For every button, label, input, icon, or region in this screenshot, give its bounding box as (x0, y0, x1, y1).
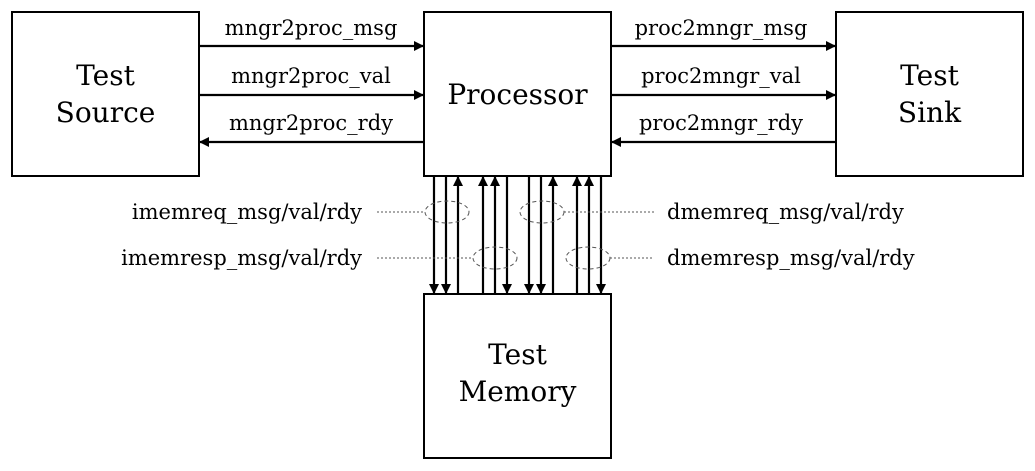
test-source-block: Test Source (11, 11, 200, 177)
imemresp-label: imemresp_msg/val/rdy (121, 246, 362, 270)
imemreq-bundle-ellipse (424, 200, 470, 224)
imemresp-bundle-ellipse (472, 246, 518, 270)
test-memory-label-line2: Memory (459, 375, 577, 408)
dmemreq-bus (524, 176, 558, 294)
proc2mngr-msg-label: proc2mngr_msg (635, 16, 808, 40)
proc2mngr-val-label: proc2mngr_val (641, 64, 801, 88)
dmemreq-annotation: dmemreq_msg/val/rdy (519, 200, 904, 224)
test-memory-block: Test Memory (423, 293, 612, 459)
dmemresp-label: dmemresp_msg/val/rdy (667, 246, 915, 270)
mngr2proc-rdy-label: mngr2proc_rdy (229, 111, 393, 135)
test-source-box (11, 11, 200, 177)
processor-block: Processor (423, 11, 612, 177)
test-memory-box (423, 293, 612, 459)
imemreq-annotation: imemreq_msg/val/rdy (132, 200, 470, 224)
proc2mngr-interface: proc2mngr_msg proc2mngr_val proc2mngr_rd… (611, 16, 836, 147)
mngr2proc-val-label: mngr2proc_val (231, 64, 391, 88)
test-source-label-line2: Source (56, 96, 156, 129)
imemresp-annotation: imemresp_msg/val/rdy (121, 246, 518, 270)
test-sink-label-line1: Test (900, 59, 959, 92)
test-memory-label-line1: Test (488, 338, 547, 371)
dmemresp-bus (572, 176, 606, 294)
test-sink-block: Test Sink (835, 11, 1024, 177)
mngr2proc-msg-label: mngr2proc_msg (225, 16, 398, 40)
test-source-label-line1: Test (76, 59, 135, 92)
test-sink-label-line2: Sink (898, 96, 962, 129)
imemreq-label: imemreq_msg/val/rdy (132, 200, 362, 224)
processor-box (423, 11, 612, 177)
dmemreq-label: dmemreq_msg/val/rdy (667, 200, 904, 224)
processor-label: Processor (447, 78, 588, 111)
test-sink-box (835, 11, 1024, 177)
proc2mngr-rdy-label: proc2mngr_rdy (639, 111, 803, 135)
imemresp-bus (478, 176, 512, 294)
dmemresp-annotation: dmemresp_msg/val/rdy (565, 246, 915, 270)
imemreq-bus (429, 176, 463, 294)
mngr2proc-interface: mngr2proc_msg mngr2proc_val mngr2proc_rd… (199, 16, 424, 147)
